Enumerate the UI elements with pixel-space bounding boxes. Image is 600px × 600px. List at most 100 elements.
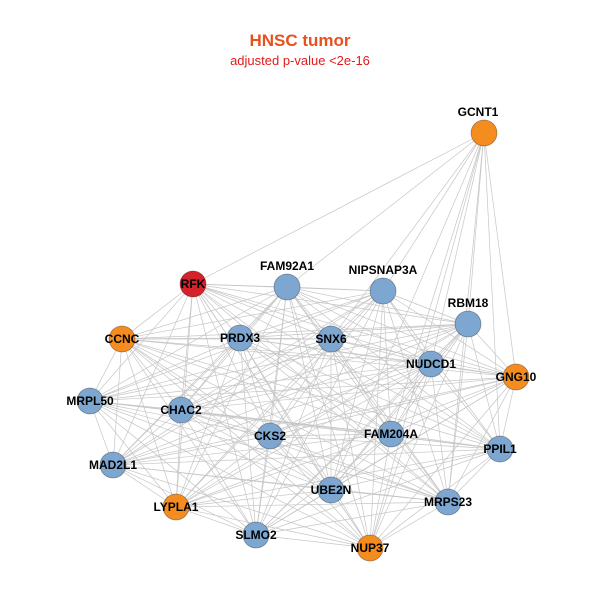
edge-GCNT1-RFK: [192, 132, 485, 285]
edge-CKS2-SLMO2: [255, 435, 271, 536]
edge-FAM204A-MAD2L1: [112, 433, 392, 466]
edge-NIPSNAP3A-SLMO2: [255, 290, 384, 536]
node-label-MRPS23: MRPS23: [424, 495, 472, 509]
edge-LYPLA1-SLMO2: [175, 506, 257, 536]
edge-FAM92A1-MAD2L1: [112, 286, 288, 466]
edge-CHAC2-PPIL1: [180, 409, 501, 450]
edge-RBM18-MRPS23: [447, 323, 469, 503]
edge-GNG10-MRPS23: [447, 376, 517, 503]
network-node-MAD2L1: [99, 451, 127, 479]
edge-RBM18-CHAC2: [180, 323, 469, 411]
edge-PRDX3-NUP37: [239, 337, 371, 549]
edge-NIPSNAP3A-CHAC2: [180, 290, 384, 411]
edge-CCNC-CHAC2: [121, 338, 182, 411]
edge-PRDX3-CHAC2: [180, 337, 241, 411]
edge-SNX6-PPIL1: [330, 338, 501, 450]
network-node-CHAC2: [167, 396, 195, 424]
edge-GCNT1-PPIL1: [483, 132, 501, 450]
edge-NUDCD1-MRPS23: [430, 363, 449, 503]
network-node-UBE2N: [317, 476, 345, 504]
edge-NIPSNAP3A-FAM204A: [382, 290, 392, 435]
edge-FAM92A1-NUDCD1: [286, 286, 432, 365]
node-label-SLMO2: SLMO2: [235, 528, 277, 542]
edge-RFK-GNG10: [192, 283, 517, 378]
network-node-FAM92A1: [273, 273, 301, 301]
edge-CKS2-MAD2L1: [112, 435, 271, 466]
edge-NUDCD1-MRPL50: [89, 363, 432, 402]
edge-PPIL1-SLMO2: [255, 448, 501, 536]
node-label-MAD2L1: MAD2L1: [89, 458, 137, 472]
edge-RBM18-LYPLA1: [175, 323, 469, 508]
network-node-GCNT1: [470, 119, 498, 147]
edge-FAM204A-UBE2N: [330, 433, 392, 491]
edge-PRDX3-FAM204A: [239, 337, 392, 435]
edge-FAM204A-PPIL1: [390, 433, 501, 450]
edge-RFK-RBM18: [192, 283, 469, 325]
edge-CKS2-LYPLA1: [175, 435, 271, 508]
edge-NUDCD1-MAD2L1: [112, 363, 432, 466]
edge-CHAC2-LYPLA1: [175, 409, 182, 508]
node-label-MRPL50: MRPL50: [66, 394, 114, 408]
network-node-SLMO2: [242, 521, 270, 549]
edge-CCNC-NUDCD1: [121, 338, 432, 365]
edge-RBM18-CKS2: [269, 323, 469, 437]
network-node-NUP37: [356, 534, 384, 562]
edge-UBE2N-LYPLA1: [175, 489, 332, 508]
edge-CCNC-MAD2L1: [112, 338, 123, 466]
node-label-FAM204A: FAM204A: [364, 427, 418, 441]
node-label-PRDX3: PRDX3: [220, 331, 260, 345]
edge-RBM18-MAD2L1: [112, 323, 469, 466]
edge-SLMO2-NUP37: [255, 534, 371, 549]
edge-NUDCD1-PPIL1: [430, 363, 501, 450]
edge-PPIL1-NUP37: [369, 448, 501, 549]
edge-RFK-FAM204A: [192, 283, 392, 435]
node-label-FAM92A1: FAM92A1: [260, 259, 314, 273]
edge-MRPL50-UBE2N: [89, 400, 332, 491]
edge-PPIL1-UBE2N: [330, 448, 501, 491]
edge-MRPL50-PPIL1: [89, 400, 501, 450]
node-label-NIPSNAP3A: NIPSNAP3A: [349, 263, 418, 277]
edge-FAM204A-MRPS23: [390, 433, 449, 503]
edge-CHAC2-SLMO2: [180, 409, 257, 536]
node-label-CKS2: CKS2: [254, 429, 286, 443]
node-label-SNX6: SNX6: [315, 332, 347, 346]
edge-FAM204A-LYPLA1: [175, 433, 392, 508]
edge-GCNT1-NIPSNAP3A: [382, 132, 485, 292]
edge-RFK-SLMO2: [192, 283, 257, 536]
edge-CHAC2-NUP37: [180, 409, 371, 549]
node-label-CHAC2: CHAC2: [160, 403, 202, 417]
edge-RFK-NUDCD1: [192, 283, 432, 365]
edge-SNX6-NUDCD1: [330, 338, 432, 365]
node-label-NUDCD1: NUDCD1: [406, 357, 456, 371]
edge-MRPL50-MRPS23: [89, 400, 449, 503]
network-node-MRPL50: [76, 387, 104, 415]
edge-NIPSNAP3A-GNG10: [382, 290, 517, 378]
network-node-RBM18: [454, 310, 482, 338]
edge-CCNC-FAM204A: [121, 338, 392, 435]
edge-RFK-MRPL50: [89, 283, 194, 402]
network-node-NUDCD1: [417, 350, 445, 378]
edge-FAM92A1-RBM18: [286, 286, 469, 325]
edge-RFK-PPIL1: [192, 283, 501, 450]
edge-FAM92A1-LYPLA1: [175, 286, 288, 508]
edge-MRPL50-SLMO2: [89, 400, 257, 536]
edge-MRPS23-NUP37: [369, 501, 449, 549]
edge-PRDX3-GNG10: [239, 337, 517, 378]
edge-CKS2-FAM204A: [269, 433, 392, 437]
edge-GCNT1-SNX6: [330, 132, 485, 340]
edge-CHAC2-CKS2: [180, 409, 271, 437]
node-label-PPIL1: PPIL1: [483, 442, 517, 456]
edge-CCNC-SLMO2: [121, 338, 257, 536]
edge-NIPSNAP3A-PRDX3: [239, 290, 384, 339]
edge-RBM18-CCNC: [121, 323, 469, 340]
network-node-LYPLA1: [162, 493, 190, 521]
edge-NUDCD1-SLMO2: [255, 363, 432, 536]
edge-UBE2N-SLMO2: [255, 489, 332, 536]
edge-GCNT1-RBM18: [467, 132, 485, 325]
edge-PRDX3-SNX6: [239, 337, 332, 340]
edge-FAM92A1-MRPS23: [286, 286, 449, 503]
edge-NIPSNAP3A-RBM18: [382, 290, 469, 325]
network-node-CKS2: [256, 422, 284, 450]
network-node-GNG10: [502, 363, 530, 391]
